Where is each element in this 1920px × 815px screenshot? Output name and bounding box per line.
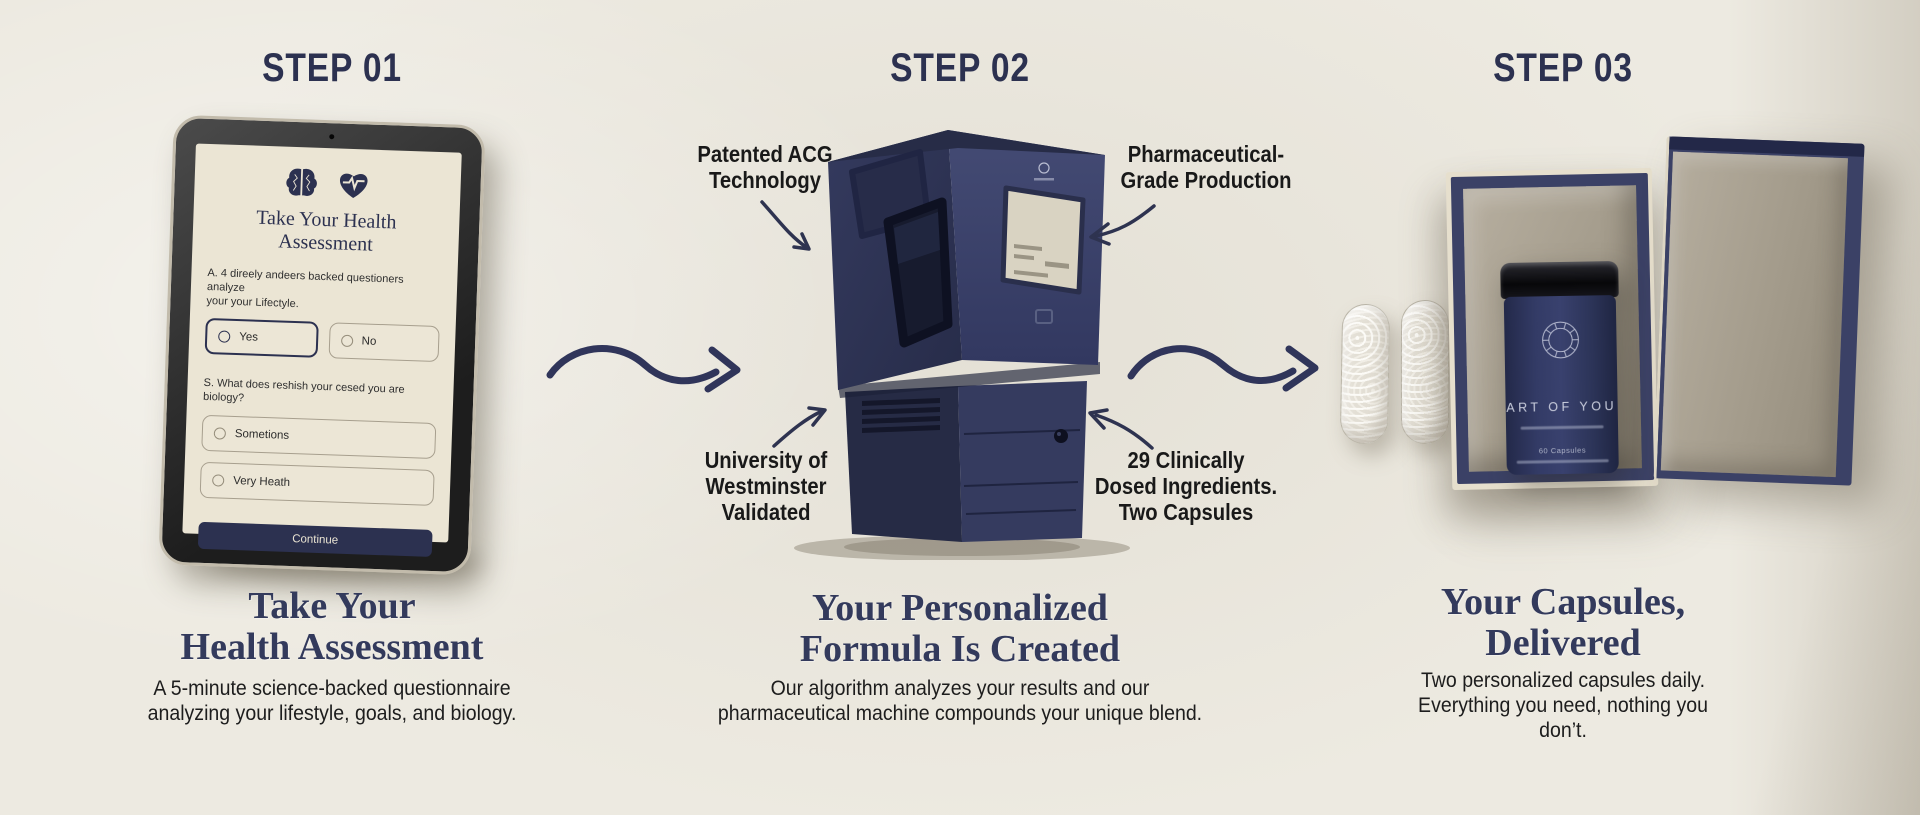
bottle-brand: ART OF YOU <box>1506 399 1618 415</box>
flow-arrow-icon <box>546 344 741 393</box>
brain-icon <box>286 168 317 196</box>
radio-icon <box>340 334 353 348</box>
step-03-label: STEP 03 <box>1493 46 1633 90</box>
box-lid-interior <box>1660 151 1848 478</box>
capsule-image <box>1339 303 1391 445</box>
delivery-box-lid <box>1653 136 1865 486</box>
option-sometions[interactable]: Sometions <box>201 414 437 460</box>
tablet-question-b: S. What does reshish your cesed you are … <box>202 376 405 405</box>
option-very-heath-label: Very Heath <box>232 474 291 489</box>
machine-screen-content <box>1014 244 1069 278</box>
step-01-label: STEP 01 <box>262 46 402 90</box>
bottle-cap <box>1500 260 1619 300</box>
bottle-tagline-microtext <box>1520 425 1604 430</box>
machine-cabinet-right <box>958 381 1087 542</box>
step-02-label: STEP 02 <box>890 46 1030 90</box>
tablet-camera <box>329 134 335 140</box>
tablet-heading: Take Your Health Assessment <box>255 206 397 256</box>
annotation-westminster: University of Westminster Validated <box>704 447 828 525</box>
step-03-description: Two personalized capsules daily. Everyth… <box>1418 669 1708 742</box>
flow-arrow-icon <box>1127 345 1319 392</box>
machine-knob <box>1054 429 1068 443</box>
machine-card-icon <box>1035 309 1053 324</box>
radio-icon <box>218 330 231 343</box>
bottle-address-microtext <box>1516 459 1609 464</box>
bottle-ring-logo-icon <box>1542 321 1579 359</box>
annotation-pharma: Pharmaceutical- Grade Production <box>1120 141 1292 193</box>
supplement-bottle: ART OF YOU 60 Capsules <box>1500 260 1622 475</box>
radio-icon <box>212 474 225 487</box>
option-yes[interactable]: Yes <box>204 317 319 358</box>
step-02-title: Your Personalized Formula Is Created <box>799 587 1121 670</box>
annotation-arrow-icon <box>760 200 811 251</box>
bottle-capsule-count: 60 Capsules <box>1538 445 1587 456</box>
tablet-question-a: A. 4 direely andeers backed questioners … <box>206 266 404 311</box>
capsule-image <box>1401 300 1449 444</box>
step-01-description: A 5-minute science-backed questionnaire … <box>147 677 517 725</box>
machine-logo-icon <box>1038 162 1050 174</box>
bottle-body: ART OF YOU 60 Capsules <box>1503 295 1619 475</box>
option-yes-label: Yes <box>239 331 259 344</box>
annotation-arrow-icon <box>1089 204 1156 246</box>
annotation-clinical: 29 Clinically Dosed Ingredients. Two Cap… <box>1094 447 1278 525</box>
assessment-tablet: Take Your Health Assessment A. 4 direely… <box>158 114 486 576</box>
machine-vent-grille <box>862 398 940 433</box>
continue-button[interactable]: Continue <box>197 521 433 557</box>
option-sometions-label: Sometions <box>234 428 290 442</box>
heart-pulse-icon <box>340 173 368 198</box>
option-very-heath[interactable]: Very Heath <box>199 461 435 506</box>
compounding-machine-illustration <box>794 130 1130 560</box>
option-no[interactable]: No <box>328 322 440 363</box>
annotation-arrow-icon <box>1088 408 1154 450</box>
annotation-patented: Patented ACG Technology <box>697 141 833 193</box>
tablet-screen: Take Your Health Assessment A. 4 direely… <box>182 143 462 557</box>
machine-cabinet-left <box>845 386 962 542</box>
annotation-arrow-icon <box>772 406 827 448</box>
radio-icon <box>213 427 227 440</box>
step-03-title: Your Capsules, Delivered <box>1440 581 1686 664</box>
option-no-label: No <box>361 335 377 348</box>
step-01-title: Take Your Health Assessment <box>180 585 484 668</box>
step-02-description: Our algorithm analyzes your results and … <box>717 677 1203 725</box>
